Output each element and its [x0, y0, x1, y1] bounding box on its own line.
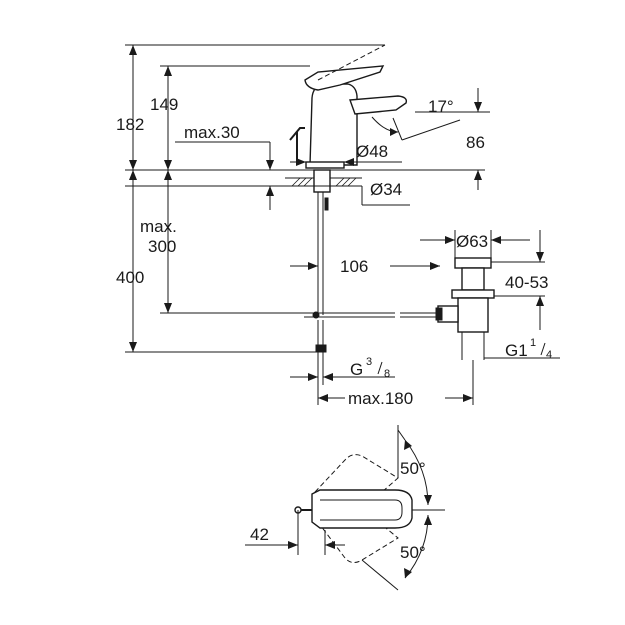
lever-top: [311, 489, 413, 529]
waste-body: [457, 297, 489, 333]
dim-40-53: [491, 230, 545, 330]
dim-50-bottom: [361, 514, 432, 591]
label-149: 149: [150, 95, 178, 114]
label-g1-sup: 1: [530, 337, 536, 349]
lever-top-inner: [320, 499, 403, 521]
label-dia48: Ø48: [356, 142, 388, 161]
popup-link: [324, 197, 329, 211]
g38-slash: [377, 361, 383, 375]
label-400: 400: [116, 268, 144, 287]
label-max: max.: [140, 217, 177, 236]
angle-ref-line: [392, 117, 403, 141]
angle-leader: [401, 119, 461, 141]
label-17-deg: 17°: [428, 97, 454, 116]
lever-rotated-down: [317, 499, 399, 564]
label-42: 42: [250, 525, 269, 544]
label-g1-sub: 4: [546, 349, 552, 361]
dim-dia63: [420, 230, 530, 258]
dim-50-top: [397, 425, 445, 511]
dim-400: [125, 170, 316, 353]
faucet-shank: [313, 169, 331, 193]
popup-rod-handle: [289, 127, 305, 141]
label-dia63: Ø63: [456, 232, 488, 251]
waste-flange: [454, 257, 492, 269]
label-max30: max.30: [184, 123, 240, 142]
angle-arc: [371, 116, 399, 133]
dim-106: [290, 262, 440, 270]
label-dia34: Ø34: [370, 180, 402, 199]
waste-nut: [451, 289, 495, 299]
label-g: G: [350, 360, 363, 379]
label-300: 300: [148, 237, 176, 256]
label-182: 182: [116, 115, 144, 134]
label-50-bottom: 50°: [400, 543, 426, 562]
g114-slash: [540, 342, 546, 356]
waste-rod-cap: [435, 307, 443, 321]
dim-spout-height: [160, 65, 310, 170]
label-40-53: 40-53: [505, 273, 548, 292]
faucet-top-view: [294, 454, 413, 564]
faucet-spout: [349, 95, 408, 115]
dim-g38: [290, 352, 395, 385]
label-106: 106: [340, 257, 368, 276]
supply-connector: [315, 344, 327, 353]
faucet-lever: [304, 65, 385, 91]
label-g-sub: 8: [384, 368, 390, 380]
faucet-elevation: [125, 44, 485, 353]
dim-max300: [160, 170, 304, 314]
faucet-base: [305, 161, 345, 169]
label-86: 86: [466, 133, 485, 152]
label-max180: max.180: [348, 389, 413, 408]
lever-open-outline: [317, 44, 386, 81]
label-g1: G1: [505, 341, 528, 360]
dim-total-height: [125, 44, 385, 170]
waste-assembly: [435, 257, 495, 360]
label-g-sup: 3: [366, 356, 372, 368]
dim-42: [245, 510, 345, 555]
faucet-body: [309, 83, 358, 166]
label-50-top: 50°: [400, 459, 426, 478]
waste-body-upper: [461, 267, 485, 291]
